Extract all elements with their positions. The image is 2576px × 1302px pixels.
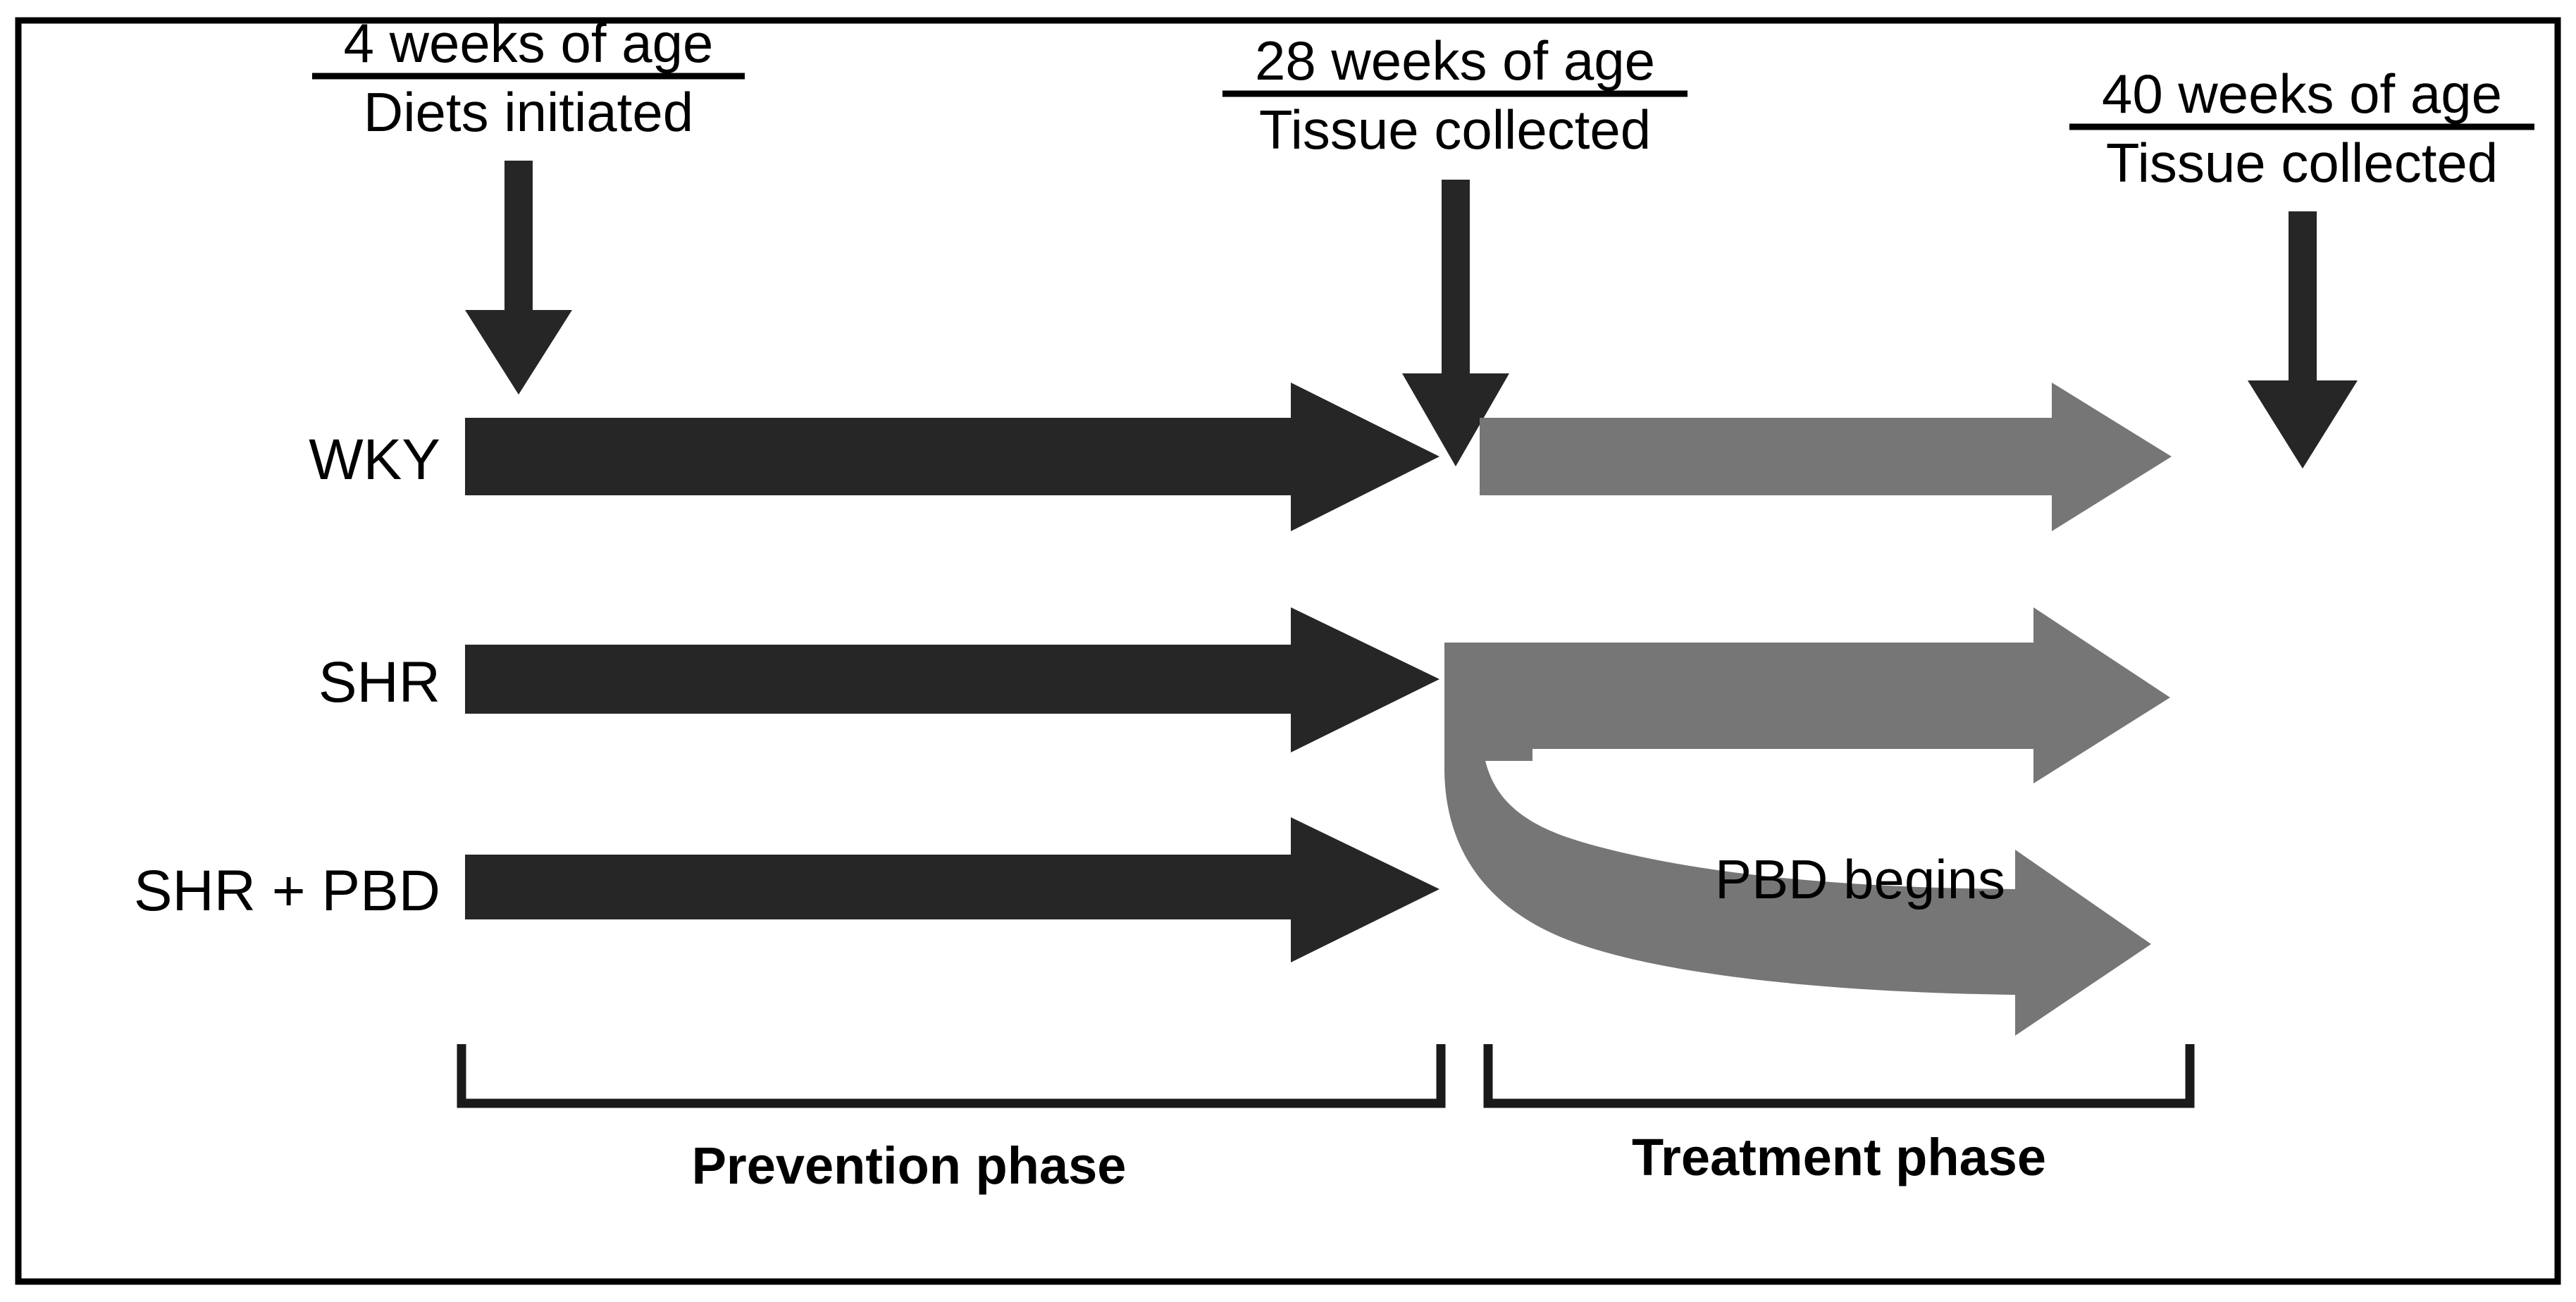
row-shr-pbd: SHR + PBD — [134, 817, 1439, 962]
timepoint-28w-subtitle: Tissue collected — [1259, 99, 1651, 161]
treatment-fork-elbow — [1444, 643, 1532, 761]
shr-pbd-treatment-arrow — [1444, 643, 2151, 1036]
down-arrow-4w-icon — [465, 161, 572, 395]
treatment-phase-bracket — [1483, 1044, 2195, 1108]
shr-pbd-prevention-arrow — [465, 817, 1439, 962]
pbd-begins-label: PBD begins — [1715, 848, 2005, 910]
shr-treatment-arrow — [1482, 607, 2170, 783]
shr-prevention-arrow — [465, 607, 1439, 752]
wky-prevention-arrow — [465, 383, 1439, 531]
timepoint-40-weeks: 40 weeks of age Tissue collected — [2069, 63, 2534, 469]
treatment-phase-label: Treatment phase — [1632, 1128, 2046, 1186]
timepoint-4w-subtitle: Diets initiated — [364, 81, 693, 143]
row-wky: WKY — [309, 383, 2172, 531]
down-arrow-28w-icon — [1402, 180, 1509, 466]
treatment-fork-gray-arrows — [1444, 607, 2170, 1036]
wky-treatment-arrow — [1480, 383, 2172, 531]
timepoint-4w-title: 4 weeks of age — [344, 12, 714, 74]
row-label-wky: WKY — [309, 428, 440, 492]
row-label-shr-pbd: SHR + PBD — [134, 859, 440, 923]
prevention-phase-bracket — [457, 1044, 1446, 1108]
row-label-shr: SHR — [318, 650, 440, 714]
row-shr: SHR — [318, 607, 1439, 752]
down-arrow-40w-icon — [2248, 211, 2358, 469]
prevention-phase-label: Prevention phase — [692, 1136, 1127, 1195]
timepoint-28-weeks: 28 weeks of age Tissue collected — [1222, 30, 1688, 466]
timepoint-40w-title: 40 weeks of age — [2102, 63, 2502, 125]
timepoint-4-weeks: 4 weeks of age Diets initiated — [312, 12, 745, 395]
timepoint-28w-title: 28 weeks of age — [1255, 30, 1655, 92]
timepoint-40w-subtitle: Tissue collected — [2106, 132, 2498, 194]
